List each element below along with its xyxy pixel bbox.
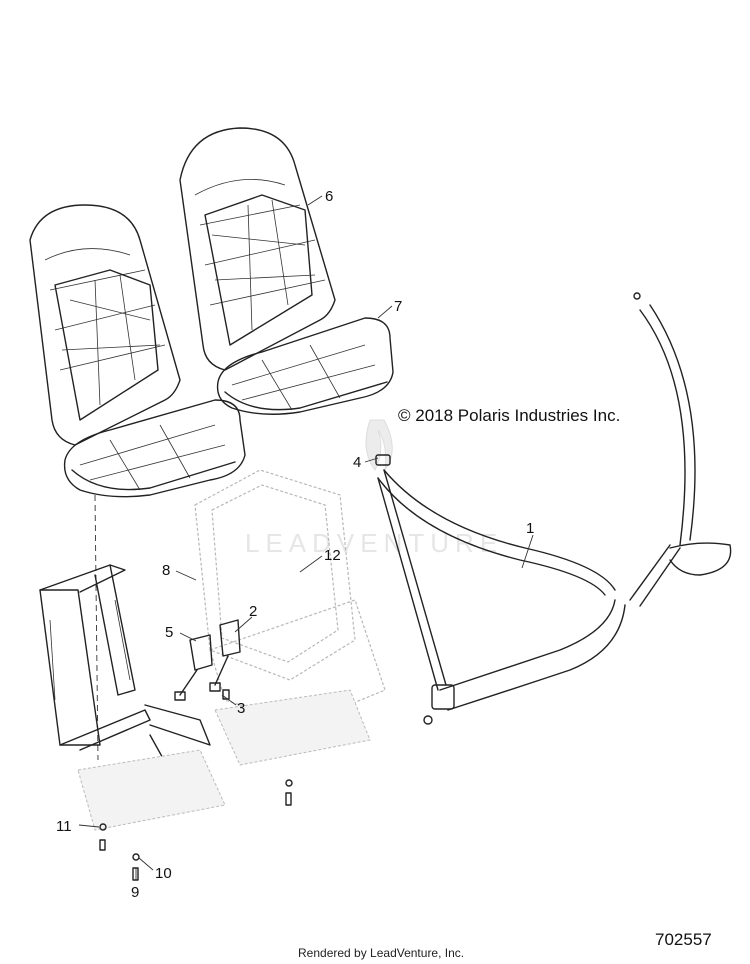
fasteners [99,689,293,881]
callout-6: 6 [325,188,333,205]
callout-11: 11 [56,818,72,835]
seat-belt-1 [375,454,626,725]
callout-4: 4 [353,454,361,471]
callout-8: 8 [162,562,170,579]
ghost-base-right [214,689,371,766]
seat-frame-left [39,564,211,786]
leadventure-watermark: LEADVENTURE [245,419,503,558]
leader-lines [78,195,534,880]
callout-2: 2 [249,603,257,620]
left-seat [29,204,246,498]
callout-9: 9 [131,884,139,901]
buckle-2 [209,619,241,692]
seat-belt-right [629,292,732,607]
callout-1: 1 [526,520,534,537]
buckle-5 [174,634,213,701]
copyright-text: © 2018 Polaris Industries Inc. [398,406,620,425]
callout-12: 12 [324,547,341,564]
callout-10: 10 [155,865,172,882]
ghost-base-left [77,749,226,831]
watermark-text: LEADVENTURE [245,528,503,558]
ghost-frame-12 [194,469,386,726]
right-seat [179,127,394,415]
callout-3: 3 [237,700,245,717]
footer-text: Rendered by LeadVenture, Inc. [298,946,464,960]
callout-5: 5 [165,624,173,641]
callout-7: 7 [394,298,402,315]
document-number: 702557 [655,930,712,949]
